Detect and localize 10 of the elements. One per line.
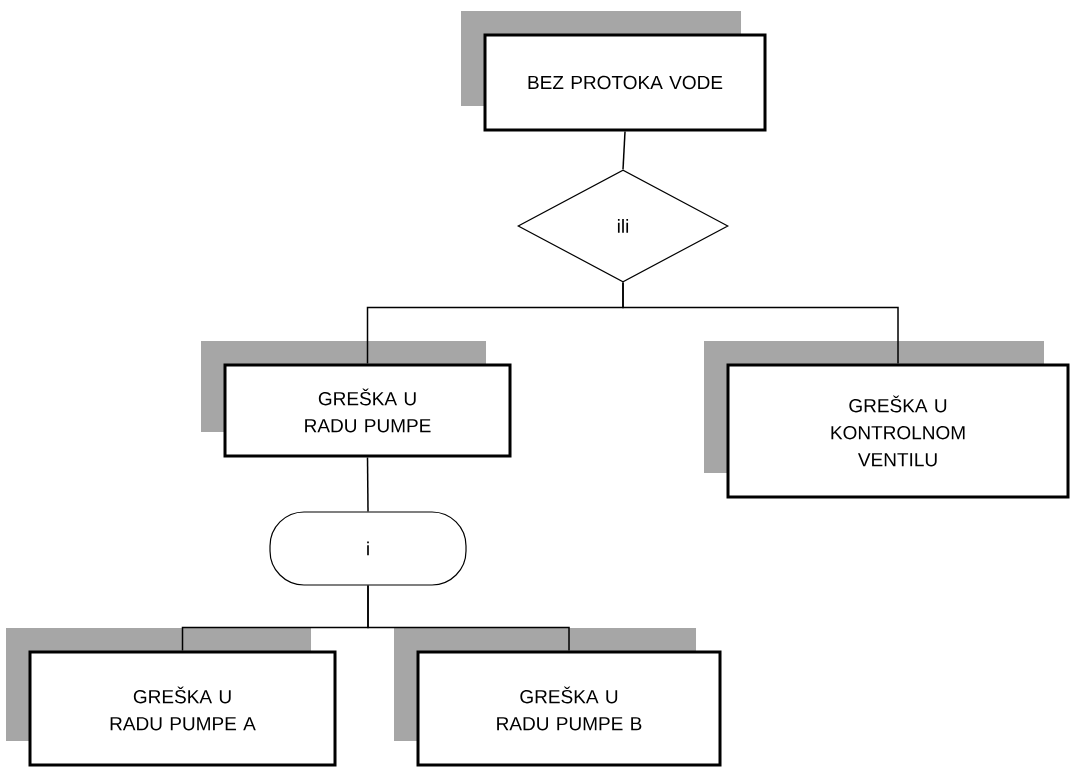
process-box: GREŠKA U RADU PUMPE: [201, 341, 512, 458]
connector-line: [622, 281, 899, 365]
process-box: GREŠKA U RADU PUMPE B: [394, 628, 722, 767]
connector-line: [366, 456, 369, 513]
process-box: GREŠKA U KONTROLNOM VENTILU: [704, 341, 1070, 499]
process-box: GREŠKA U RADU PUMPE A: [6, 628, 337, 767]
process-box: BEZ PROTOKA VODE: [461, 11, 767, 132]
gate-rounded-box: i: [269, 511, 467, 586]
connector-line: [622, 130, 626, 171]
connector-line: [367, 584, 570, 652]
